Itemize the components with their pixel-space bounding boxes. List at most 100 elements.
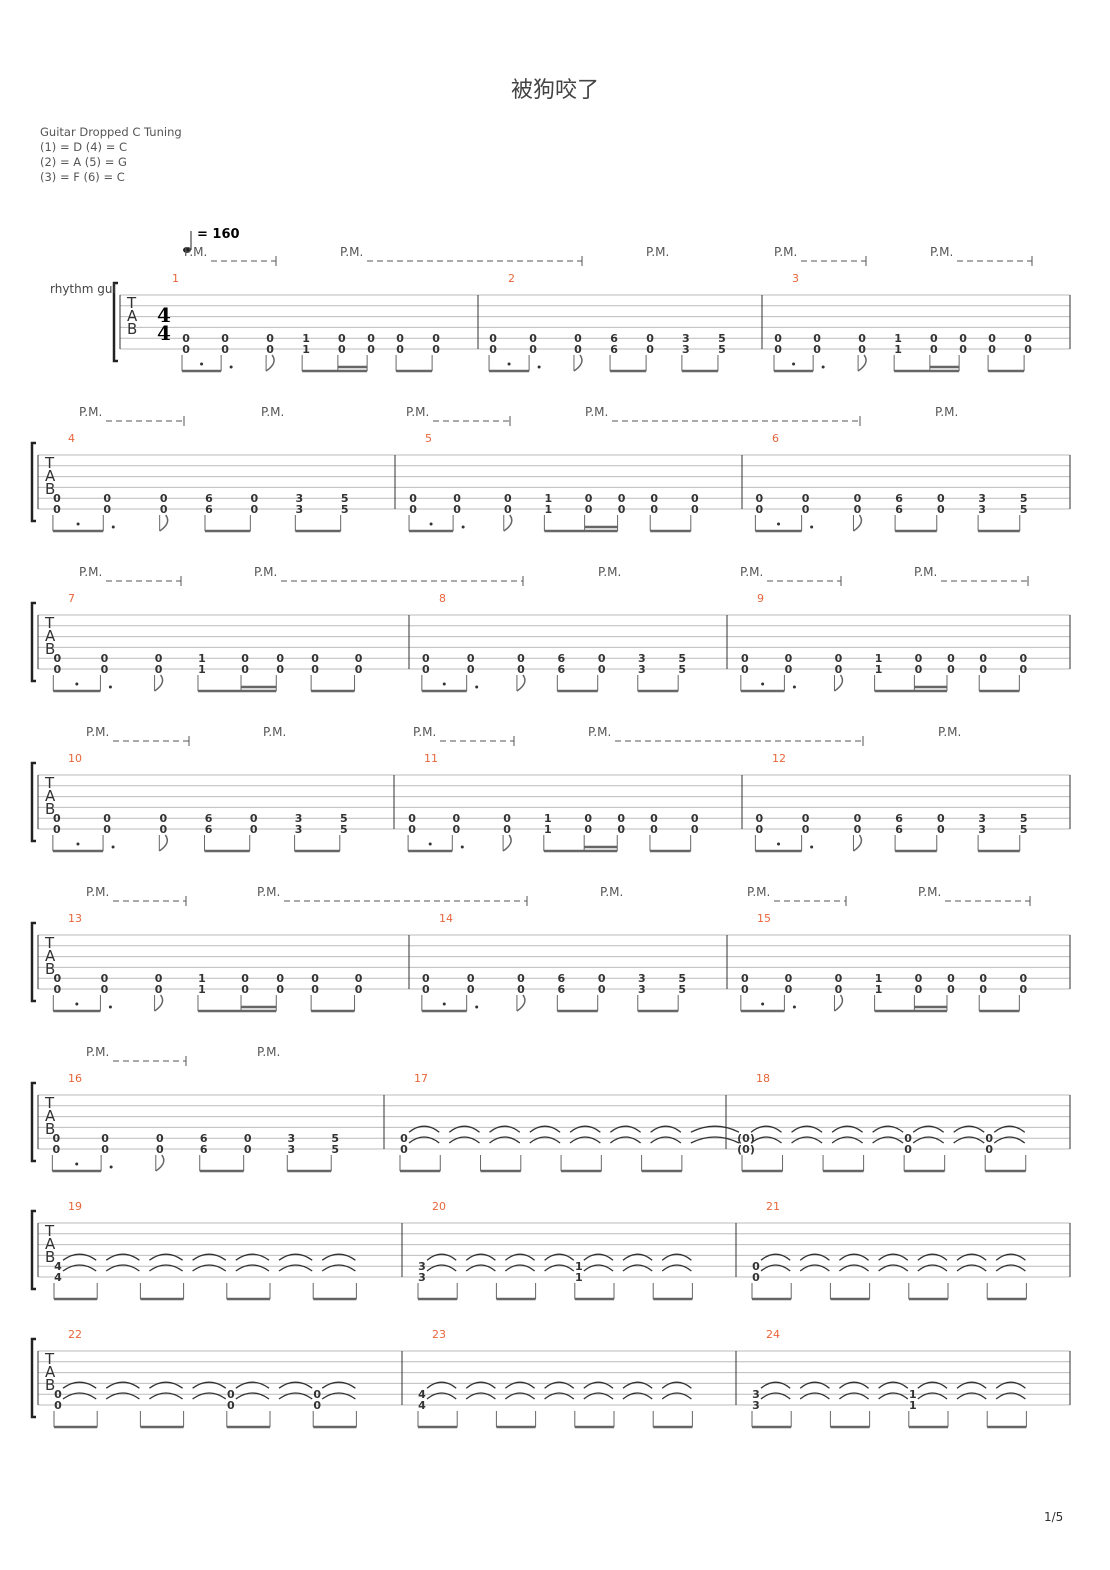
fret-number: 1 (875, 972, 883, 985)
dot (442, 682, 446, 686)
fret-number: 0 (517, 652, 525, 665)
fret-number: 0 (54, 1388, 62, 1401)
tie-arc (504, 1264, 536, 1272)
fret-number: 0 (311, 663, 319, 676)
fret-number: 3 (978, 492, 986, 505)
tie-arc (609, 1125, 642, 1133)
tie-arc (760, 1392, 791, 1400)
fret-number: 0 (103, 823, 111, 836)
system-bracket (30, 1081, 36, 1163)
measure-number: 17 (414, 1072, 428, 1085)
tie-arc (235, 1264, 270, 1272)
fret-number: 0 (529, 343, 537, 356)
fret-number: 0 (1020, 663, 1028, 676)
tab-clef-letter: A (45, 1235, 56, 1253)
tie-arc (878, 1381, 909, 1389)
tie-arc (872, 1136, 904, 1144)
dot (75, 1002, 79, 1006)
fret-number: 0 (854, 492, 862, 505)
fret-number: (0) (737, 1143, 755, 1156)
fret-number: 0 (937, 812, 945, 825)
fret-number: 1 (544, 823, 552, 836)
fret-number: 0 (947, 983, 955, 996)
fret-number: 0 (646, 343, 654, 356)
dot (111, 525, 115, 529)
tie-arc (622, 1253, 653, 1261)
note-flag (158, 834, 169, 852)
tie-arc (912, 1125, 945, 1133)
palm-mute-label: P.M. (914, 565, 937, 579)
fret-number: 4 (418, 1388, 426, 1401)
fret-number: 0 (453, 503, 461, 516)
tab-clef-letter: T (44, 614, 55, 632)
palm-mute-label: P.M. (918, 885, 941, 899)
fret-number: 0 (156, 1132, 164, 1145)
tie-arc (62, 1381, 97, 1389)
tie-arc (192, 1392, 227, 1400)
tie-arc (278, 1253, 313, 1261)
fret-number: 0 (691, 823, 699, 836)
system-bracket (30, 761, 36, 843)
tie-arc (622, 1264, 653, 1272)
fret-number: 5 (341, 503, 349, 516)
tie-arc (799, 1253, 830, 1261)
fret-number: 0 (756, 823, 764, 836)
tie-arc (465, 1253, 496, 1261)
palm-mute-label: P.M. (86, 725, 109, 739)
palm-mute-label: P.M. (86, 1045, 109, 1059)
fret-number: 3 (978, 823, 986, 836)
tie-arc (760, 1264, 791, 1272)
tie-arc (622, 1392, 653, 1400)
tie-arc (917, 1253, 948, 1261)
tie-arc (917, 1381, 948, 1389)
fret-number: 0 (947, 972, 955, 985)
fret-number: 0 (915, 983, 923, 996)
note-flag (857, 354, 867, 372)
measure-number: 20 (432, 1200, 446, 1213)
fret-number: 0 (835, 972, 843, 985)
fret-number: 0 (54, 1399, 62, 1412)
tie-arc (149, 1253, 183, 1261)
tab-clef-letter: A (45, 1107, 56, 1125)
palm-mute-label: P.M. (79, 565, 102, 579)
fret-number: 1 (575, 1271, 583, 1284)
fret-number: 5 (1020, 812, 1028, 825)
fret-number: 3 (287, 1132, 295, 1145)
fret-number: 0 (988, 332, 996, 345)
tie-arc (690, 1125, 740, 1133)
fret-number: 0 (756, 503, 764, 516)
fret-number: 0 (313, 1388, 321, 1401)
palm-mute-label: P.M. (261, 405, 284, 419)
fret-number: 6 (895, 503, 903, 516)
time-signature-top: 4 (157, 303, 171, 327)
tab-clef-letter: B (45, 1376, 55, 1394)
fret-number: 0 (251, 503, 259, 516)
fret-number: 0 (266, 332, 274, 345)
fret-number: 0 (1020, 972, 1028, 985)
fret-number: 1 (198, 663, 206, 676)
fret-number: 0 (101, 652, 109, 665)
tie-arc (760, 1381, 791, 1389)
tie-arc (149, 1264, 183, 1272)
note-flag (573, 354, 583, 372)
fret-number: 0 (53, 503, 61, 516)
fret-number: 0 (250, 823, 258, 836)
fret-number: 0 (584, 812, 592, 825)
fret-number: 0 (432, 343, 440, 356)
fret-number: 0 (585, 503, 593, 516)
dot (461, 525, 465, 529)
system-bracket (112, 281, 118, 363)
fret-number: 6 (205, 492, 213, 505)
fret-number: 0 (646, 332, 654, 345)
fret-number: 3 (638, 663, 646, 676)
fret-number: 0 (650, 823, 658, 836)
fret-number: 0 (396, 332, 404, 345)
fret-number: 0 (53, 652, 61, 665)
fret-number: 0 (988, 343, 996, 356)
tie-arc (192, 1381, 227, 1389)
measure-number: 8 (439, 592, 446, 605)
fret-number: 0 (785, 663, 793, 676)
tie-arc (105, 1381, 140, 1389)
fret-number: 0 (504, 492, 512, 505)
tie-arc (838, 1253, 870, 1261)
